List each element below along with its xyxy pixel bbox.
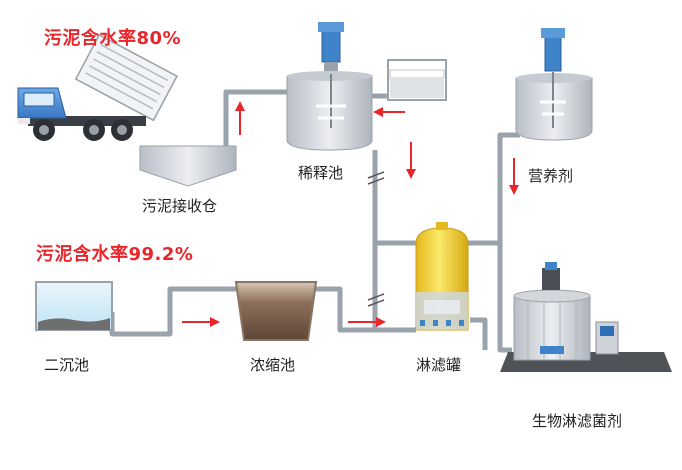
label-dilution-tank: 稀释池 [298,164,344,182]
label-thickener: 浓缩池 [250,356,296,374]
label-bioleaching-agent: 生物淋滤菌剂 [532,412,623,430]
pipe-clarifier-to-thickener [109,286,237,337]
pipe-break-marks [367,171,385,307]
pipe-thickener-to-leaching [315,286,375,333]
moisture-annotation-top: 污泥含水率80% [44,28,182,49]
thickener-image [234,281,318,341]
pipes [109,89,520,353]
pipe-bin-to-dilution [223,89,287,150]
label-secondary-clarifier: 二沉池 [44,356,90,374]
bioleaching-unit-image [500,262,672,372]
label-nutrient: 营养剂 [528,167,574,185]
label-leaching-tank: 淋滤罐 [416,356,462,374]
dilution-tank-image [286,22,373,151]
label-receiving-bin: 污泥接收仓 [142,197,218,215]
secondary-clarifier-image [35,281,113,331]
nutrient-tank-image [515,28,593,141]
dosing-box-image [387,59,447,101]
leaching-tank-image [415,222,469,331]
receiving-bin-image [139,145,237,187]
moisture-annotation-bottom: 污泥含水率99.2% [36,244,194,265]
truck-image [17,33,178,141]
